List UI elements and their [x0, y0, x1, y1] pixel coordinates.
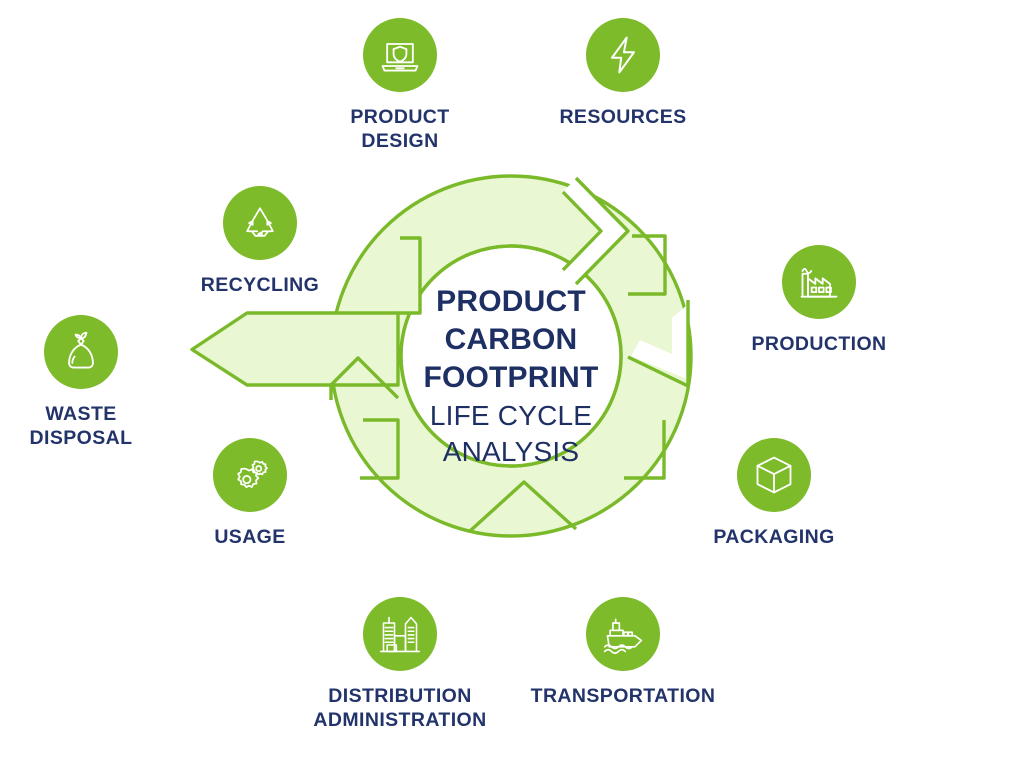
stage-label-distribution-administration: DISTRIBUTION ADMINISTRATION — [313, 685, 487, 732]
ring-step-bottom-left — [360, 418, 400, 480]
ring-notch-top-outline — [574, 176, 630, 286]
stage-label-packaging: PACKAGING — [713, 526, 835, 548]
recycling-icon — [238, 201, 282, 245]
stage-node-production[interactable]: PRODUCTION — [709, 245, 929, 356]
ring-center-disc — [402, 247, 620, 465]
stage-label-production: PRODUCTION — [751, 333, 887, 355]
ring-step-top-right — [628, 234, 667, 296]
cargo-ship-icon — [601, 612, 645, 656]
ring-inner-outline-2 — [399, 244, 623, 468]
stage-node-transportation[interactable]: TRANSPORTATION — [513, 597, 733, 708]
ring-notch-bottom-right — [468, 480, 578, 533]
ring-step-bottom-right — [624, 420, 666, 480]
laptop-shield-icon — [378, 33, 422, 77]
ring-notch-top — [563, 178, 628, 284]
ring-notch-right-outline — [627, 300, 690, 388]
stage-label-resources: RESOURCES — [559, 106, 687, 128]
stage-badge-resources[interactable] — [586, 18, 660, 92]
stage-label-transportation: TRANSPORTATION — [530, 685, 716, 707]
factory-icon — [797, 260, 841, 304]
stage-badge-usage[interactable] — [213, 438, 287, 512]
cube-box-icon — [752, 453, 796, 497]
stage-label-waste-disposal: WASTE DISPOSAL — [29, 403, 133, 450]
trash-bag-icon — [59, 330, 103, 374]
stage-label-product-design: PRODUCT DESIGN — [350, 106, 450, 153]
stage-badge-distribution-administration[interactable] — [363, 597, 437, 671]
stage-label-usage: USAGE — [214, 526, 286, 548]
gears-icon — [228, 453, 272, 497]
ring-step-top-left — [398, 236, 422, 315]
stage-badge-product-design[interactable] — [363, 18, 437, 92]
stage-node-waste-disposal[interactable]: WASTE DISPOSAL — [0, 315, 191, 451]
stage-badge-recycling[interactable] — [223, 186, 297, 260]
stage-node-packaging[interactable]: PACKAGING — [664, 438, 884, 549]
stage-badge-packaging[interactable] — [737, 438, 811, 512]
lightning-bolt-icon — [601, 33, 645, 77]
stage-badge-production[interactable] — [782, 245, 856, 319]
stage-node-resources[interactable]: RESOURCES — [513, 18, 733, 129]
stage-node-product-design[interactable]: PRODUCT DESIGN — [290, 18, 510, 154]
stage-node-distribution-administration[interactable]: DISTRIBUTION ADMINISTRATION — [290, 597, 510, 733]
ring-notch-lower-left — [329, 356, 400, 400]
ring-notch-right — [631, 305, 687, 379]
city-buildings-icon — [378, 612, 422, 656]
stage-node-usage[interactable]: USAGE — [140, 438, 360, 549]
stage-badge-waste-disposal[interactable] — [44, 315, 118, 389]
stage-node-recycling[interactable]: RECYCLING — [150, 186, 370, 297]
stage-badge-transportation[interactable] — [586, 597, 660, 671]
ring-notch-top-outline-2 — [561, 190, 603, 272]
stage-label-recycling: RECYCLING — [200, 274, 320, 296]
ring-arrow-overlap-fill — [330, 316, 396, 382]
